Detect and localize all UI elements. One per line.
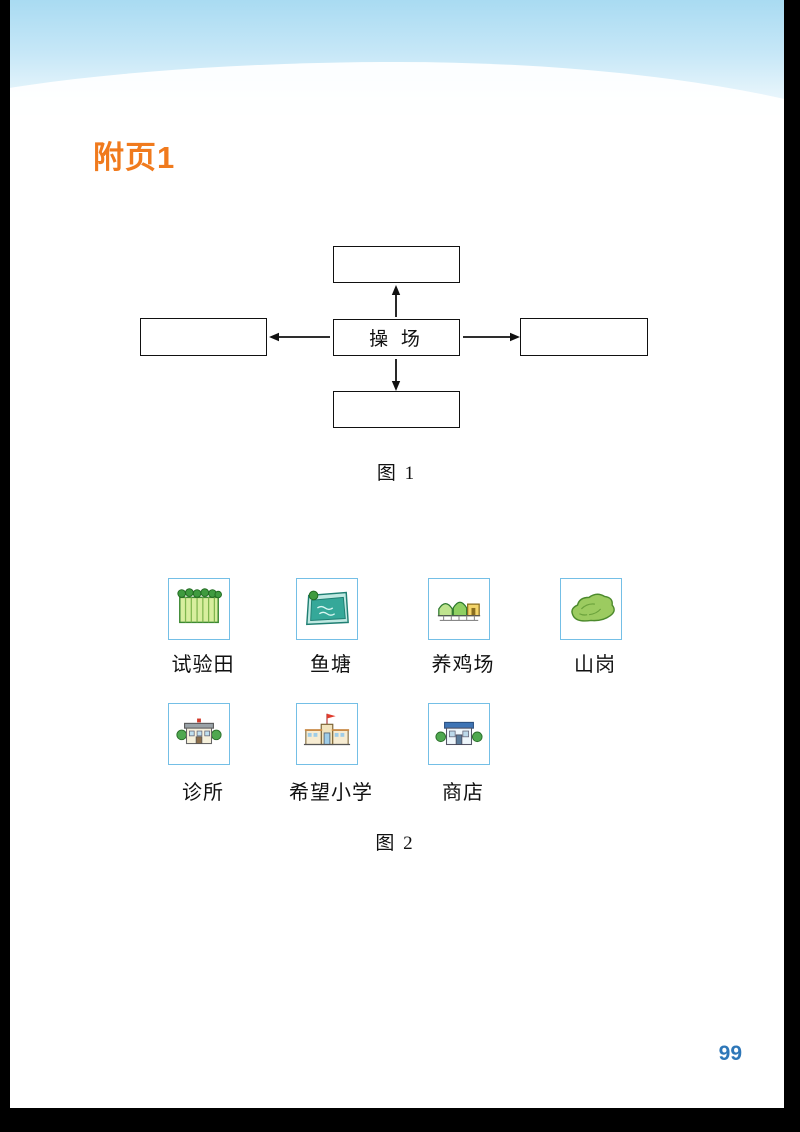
tile-fish-pond[interactable] bbox=[296, 578, 358, 640]
page-title: 附页1 bbox=[93, 140, 176, 175]
tile-hill[interactable] bbox=[560, 578, 622, 640]
tile-label: 鱼塘 bbox=[310, 654, 352, 676]
playground-box: 操 场 bbox=[333, 319, 460, 356]
down-arrow-icon bbox=[389, 358, 403, 391]
answer-box-south[interactable] bbox=[333, 391, 460, 428]
tile-clinic[interactable] bbox=[168, 703, 230, 765]
up-arrow-icon bbox=[389, 285, 403, 318]
tile-label: 诊所 bbox=[182, 782, 224, 804]
chicken-farm-icon bbox=[434, 583, 484, 636]
sky-header bbox=[10, 0, 784, 132]
textbook-page: 附页1 操 场 bbox=[10, 0, 784, 1108]
tile-label: 山岗 bbox=[574, 654, 616, 676]
tile-label: 养鸡场 bbox=[431, 654, 495, 676]
fish-pond-icon bbox=[302, 583, 352, 636]
answer-box-east[interactable] bbox=[520, 318, 648, 356]
page-number: 99 bbox=[718, 1042, 742, 1065]
tile-label: 希望小学 bbox=[289, 782, 373, 804]
tile-label: 商店 bbox=[442, 782, 484, 804]
tile-experimental-field[interactable] bbox=[168, 578, 230, 640]
right-arrow-icon bbox=[462, 330, 520, 344]
answer-box-west[interactable] bbox=[140, 318, 267, 356]
answer-box-north[interactable] bbox=[333, 246, 460, 283]
shop-icon bbox=[434, 708, 484, 761]
figure1-caption: 图 1 bbox=[376, 463, 417, 484]
clinic-icon bbox=[174, 708, 224, 761]
tile-shop[interactable] bbox=[428, 703, 490, 765]
figure2-caption: 图 2 bbox=[375, 833, 415, 854]
tile-school[interactable] bbox=[296, 703, 358, 765]
school-icon bbox=[302, 708, 352, 761]
tile-chicken-farm[interactable] bbox=[428, 578, 490, 640]
left-arrow-icon bbox=[269, 330, 331, 344]
tile-label: 试验田 bbox=[171, 654, 235, 676]
hill-icon bbox=[566, 583, 616, 636]
experimental-field-icon bbox=[174, 583, 224, 636]
